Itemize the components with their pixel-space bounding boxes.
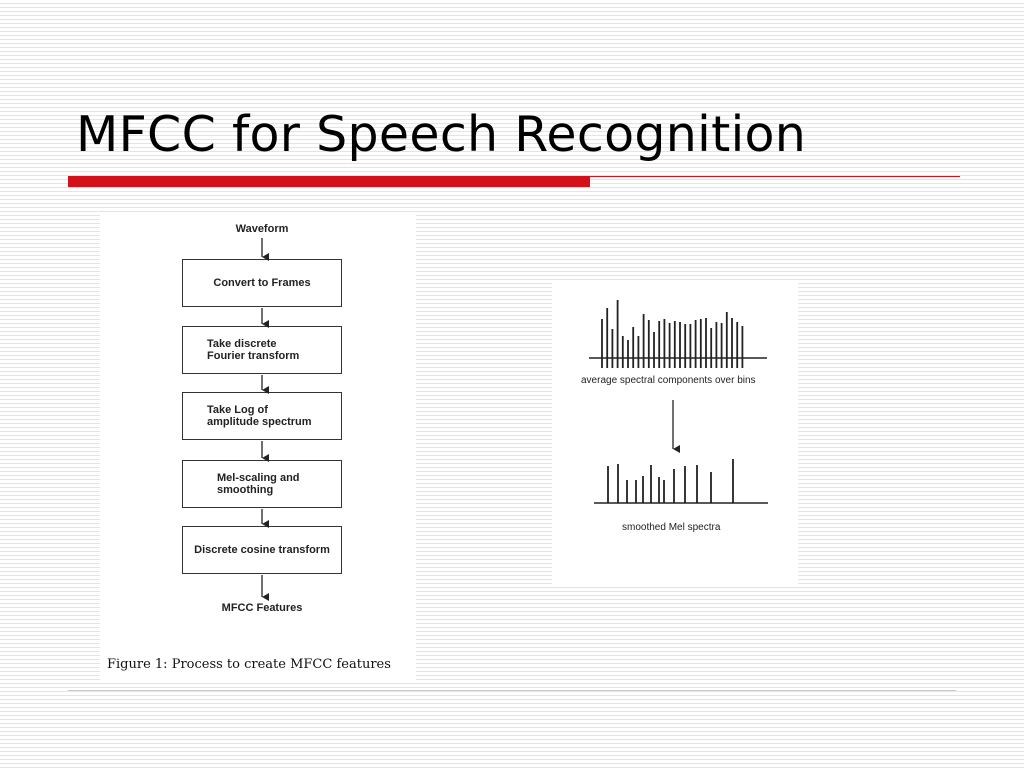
mel-spectra-label: smoothed Mel spectra [622,522,721,533]
flow-step-mel: Mel-scaling and smoothing [182,460,342,508]
flow-step-frames: Convert to Frames [182,259,342,307]
spectra-graphics [589,300,768,504]
flow-start-label: Waveform [235,223,289,235]
figure-caption: Figure 1: Process to create MFCC feature… [107,657,391,672]
spectral-component-bars [601,300,744,368]
title-underline-thin [590,176,960,177]
flow-step-dct: Discrete cosine transform [182,526,342,574]
flow-step-dft: Take discrete Fourier transform [182,326,342,374]
spectral-components-label: average spectral components over bins [581,375,756,386]
title-underline-red [68,176,590,187]
slide-title: MFCC for Speech Recognition [76,106,807,163]
bottom-divider [68,690,956,691]
flow-step-log: Take Log of amplitude spectrum [182,392,342,440]
mel-spectra-bars [607,459,734,503]
flow-end-label: MFCC Features [221,602,303,614]
